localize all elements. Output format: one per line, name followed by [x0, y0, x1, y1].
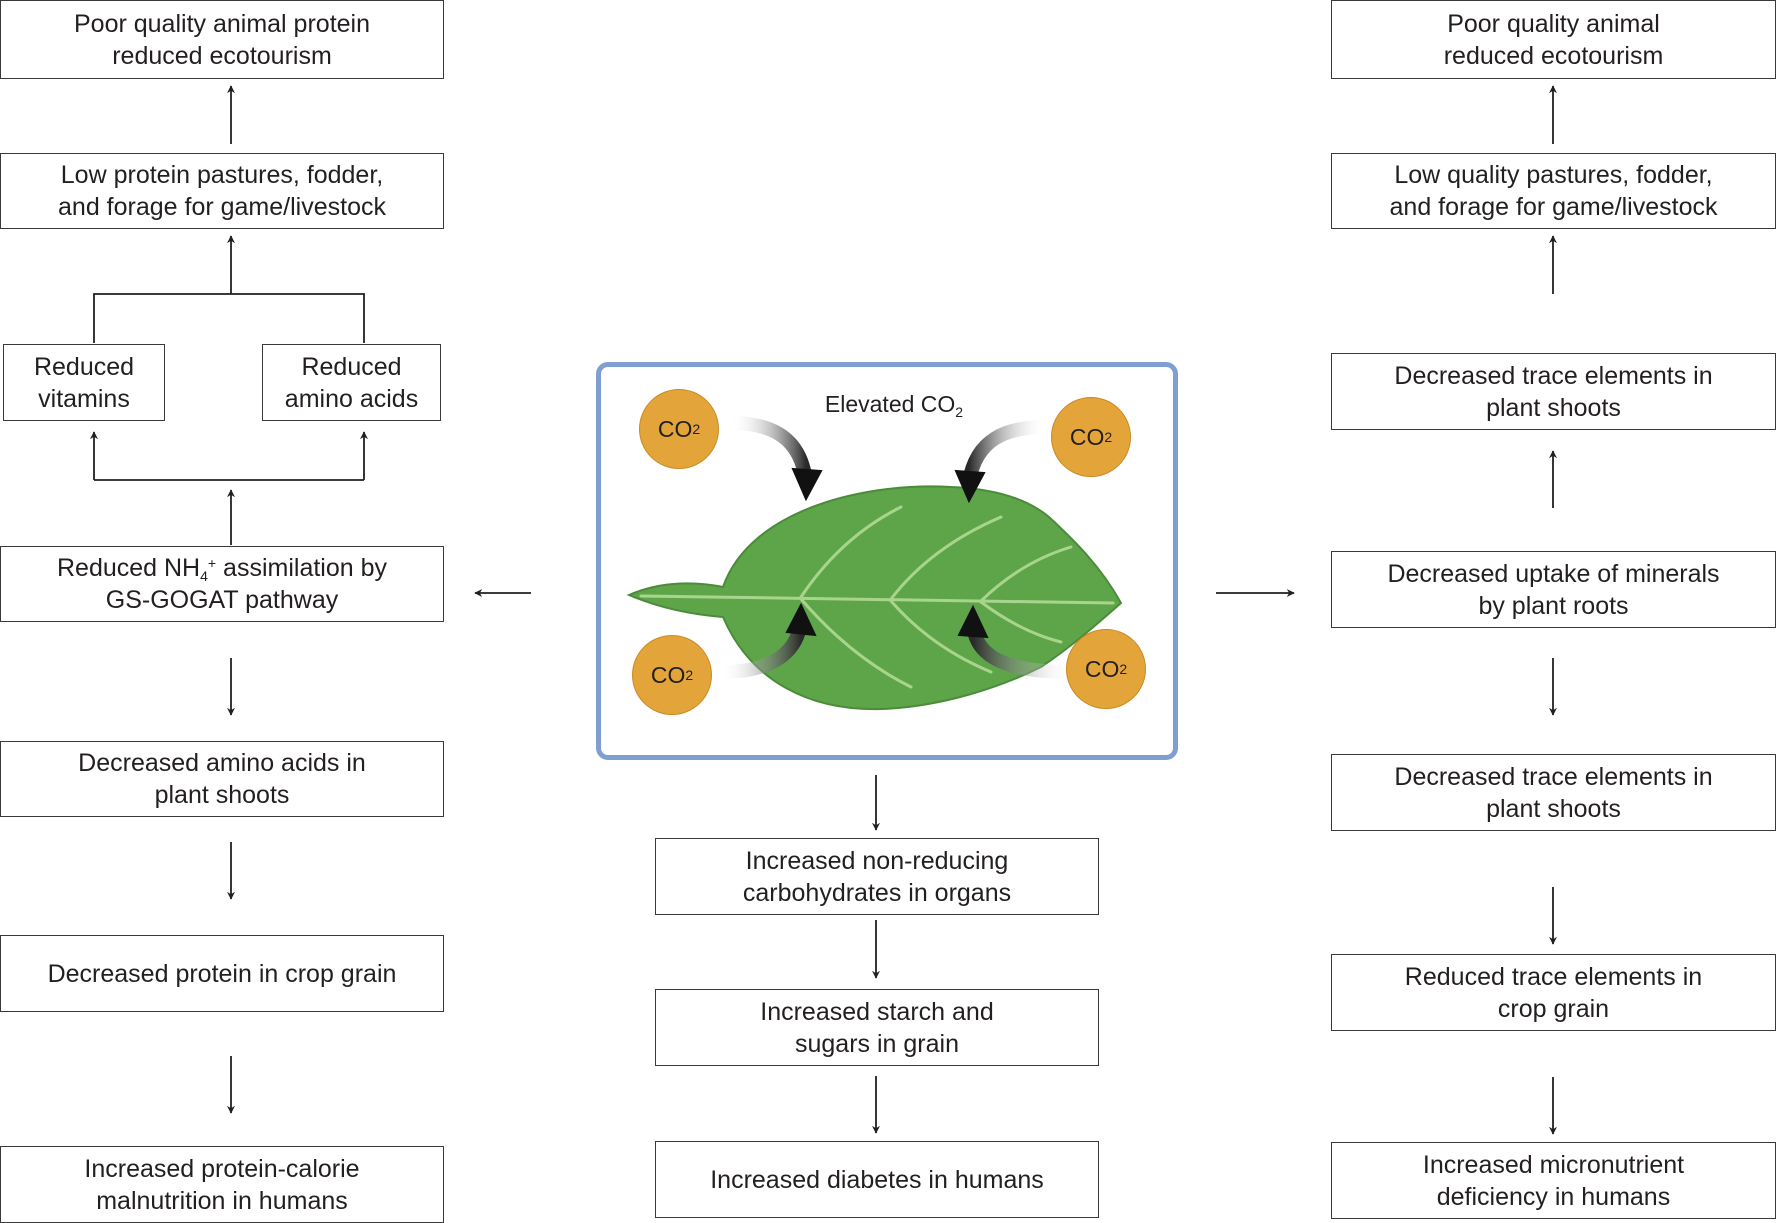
panel-title-main: Elevated CO: [824, 391, 956, 417]
connector-bracket-top: [93, 293, 365, 343]
box-text-line: reduced ecotourism: [112, 41, 332, 70]
box-text-line: Reduced: [301, 352, 402, 381]
box-text-line: Low quality pastures, fodder,: [1394, 161, 1713, 189]
panel-title: Elevated CO2: [781, 391, 1007, 420]
curved-arrow-icon: [957, 604, 1078, 679]
box-text-line: Increased micronutrient: [1422, 1150, 1685, 1179]
box-text-line: plant shoots: [154, 781, 290, 809]
box-text-line: deficiency in humans: [1436, 1182, 1671, 1211]
box-reduced-trace-elements-grain: Reduced trace elements in crop grain: [1331, 954, 1776, 1031]
box-poor-quality-animal-protein: Poor quality animal protein reduced ecot…: [0, 0, 444, 79]
box-text-line: and forage for game/livestock: [1389, 193, 1718, 221]
box-text-line: vitamins: [38, 384, 130, 413]
box-low-quality-pastures: Low quality pastures, fodder, and forage…: [1331, 153, 1776, 229]
box-text-line: GS-GOGAT pathway: [105, 586, 339, 614]
box-starch-and-sugars: Increased starch and sugars in grain: [655, 989, 1099, 1066]
box-text-line: Poor quality animal protein: [74, 9, 370, 38]
box-text-line: plant shoots: [1486, 794, 1621, 823]
co2-label: CO: [657, 415, 693, 442]
box-text-line: Increased starch and: [760, 997, 994, 1026]
box-text-line: sugars in grain: [795, 1029, 959, 1058]
box-decreased-trace-elements-shoots-top: Decreased trace elements in plant shoots: [1331, 353, 1776, 430]
nh4-line: Reduced NH4+ assimilation by: [57, 552, 387, 584]
box-increased-diabetes: Increased diabetes in humans: [655, 1141, 1099, 1218]
box-decreased-protein-grain: Decreased protein in crop grain: [0, 935, 444, 1012]
box-text-line: Decreased uptake of minerals: [1387, 559, 1720, 588]
box-right-poor-quality-animal: Poor quality animal reduced ecotourism: [1331, 0, 1776, 79]
co2-label: CO: [1084, 655, 1120, 682]
box-text-line: carbohydrates in organs: [742, 878, 1012, 907]
box-protein-calorie-malnutrition: Increased protein-calorie malnutrition i…: [0, 1146, 444, 1223]
box-text-line: Decreased trace elements in: [1394, 361, 1713, 390]
box-decreased-amino-acids-shoots: Decreased amino acids in plant shoots: [0, 741, 444, 817]
box-low-protein-pastures: Low protein pastures, fodder, and forage…: [0, 153, 444, 229]
box-text-line: Poor quality animal: [1447, 9, 1660, 38]
nh4-suffix: assimilation by: [216, 554, 388, 582]
box-text-line: Increased diabetes in humans: [710, 1165, 1044, 1194]
curved-arrow-icon: [714, 602, 817, 679]
box-text-line: malnutrition in humans: [96, 1186, 348, 1215]
box-text-line: reduced ecotourism: [1443, 41, 1664, 70]
box-reduced-amino-acids: Reduced amino acids: [262, 344, 441, 421]
box-micronutrient-deficiency: Increased micronutrient deficiency in hu…: [1331, 1142, 1776, 1219]
box-reduced-nh4-assimilation: Reduced NH4+ assimilation by GS-GOGAT pa…: [0, 546, 444, 622]
box-text-line: Reduced trace elements in: [1404, 962, 1703, 991]
box-non-reducing-carbohydrates: Increased non-reducing carbohydrates in …: [655, 838, 1099, 915]
co2-label: CO: [1069, 423, 1105, 450]
curved-arrow-icon: [954, 420, 1053, 504]
nh4-superscript: +: [207, 555, 217, 571]
box-text-line: amino acids: [284, 384, 419, 413]
curved-arrow-icon: [724, 416, 823, 502]
box-text-line: Increased non-reducing: [745, 846, 1009, 875]
box-text-line: Increased protein-calorie: [84, 1154, 360, 1183]
leaf-illustration: [626, 416, 1123, 711]
nh4-prefix: Reduced NH: [56, 554, 201, 582]
box-text-line: crop grain: [1497, 994, 1610, 1023]
panel-title-sub: 2: [955, 404, 964, 420]
box-decreased-trace-elements-shoots-bottom: Decreased trace elements in plant shoots: [1331, 754, 1776, 831]
nh4-subscript: 4: [200, 568, 208, 584]
co2-label: CO: [650, 661, 686, 688]
box-text-line: Decreased protein in crop grain: [47, 959, 397, 988]
box-text-line: Low protein pastures, fodder,: [60, 161, 384, 189]
box-text-line: and forage for game/livestock: [58, 193, 386, 221]
box-reduced-vitamins: Reduced vitamins: [3, 344, 165, 421]
box-text-line: Decreased amino acids in: [78, 749, 366, 777]
box-text-line: Decreased trace elements in: [1394, 762, 1713, 791]
box-text-line: by plant roots: [1478, 591, 1629, 620]
box-text-line: Reduced: [33, 352, 135, 381]
box-decreased-uptake-minerals: Decreased uptake of minerals by plant ro…: [1331, 551, 1776, 628]
box-text-line: plant shoots: [1486, 393, 1621, 422]
